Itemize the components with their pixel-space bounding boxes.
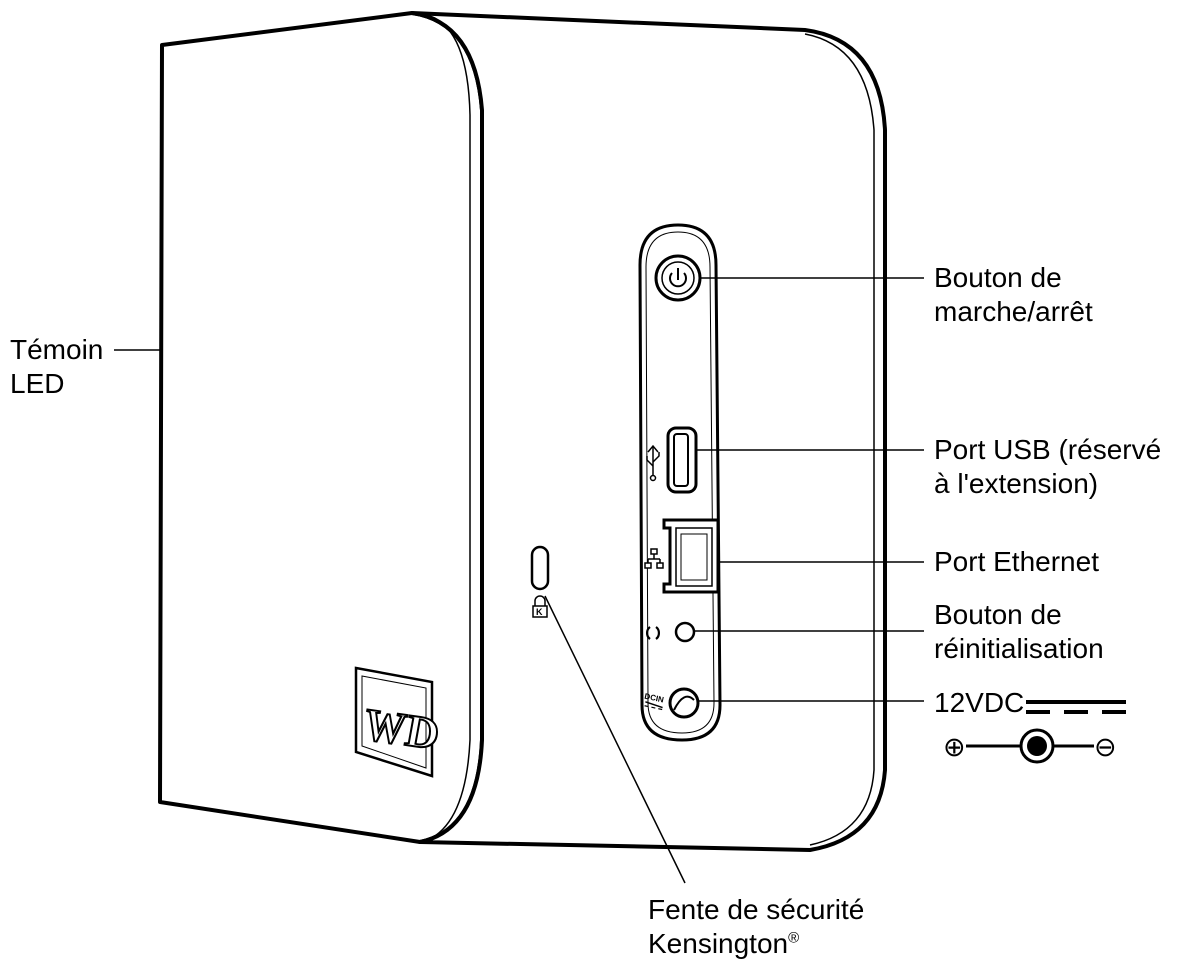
- kensington-label: Fente de sécurité Kensington®: [648, 893, 864, 961]
- kensington-label-text: Kensington: [648, 928, 789, 959]
- device-body: [158, 11, 887, 852]
- dc-in-text: DCIN: [644, 692, 665, 705]
- power-button[interactable]: [654, 254, 702, 302]
- usb-port[interactable]: [666, 426, 698, 494]
- ethernet-port-label: Port Ethernet: [934, 545, 1099, 579]
- kensington-label-line2: Kensington®: [648, 927, 864, 961]
- svg-text:K: K: [536, 607, 543, 617]
- power-icon: [669, 268, 687, 288]
- reset-button-label-line1: Bouton de: [934, 599, 1062, 630]
- power-button-label: Bouton de marche/arrêt: [934, 261, 1093, 329]
- reset-icon: [646, 626, 660, 640]
- ethernet-port-label-line1: Port Ethernet: [934, 546, 1099, 577]
- usb-port-label-line1: Port USB (réservé: [934, 434, 1162, 465]
- callout-lines: [114, 277, 924, 884]
- led-label-line2: LED: [10, 368, 65, 399]
- polarity-positive: ⊕: [943, 732, 966, 763]
- wd-logo-text: WD: [364, 698, 438, 759]
- reset-button[interactable]: [674, 621, 696, 643]
- power-button-label-line2: marche/arrêt: [934, 296, 1093, 327]
- led-label: Témoin LED: [10, 333, 103, 401]
- barrel-center-icon: [1027, 736, 1047, 756]
- power-button-label-line1: Bouton de: [934, 262, 1062, 293]
- dc-power-jack[interactable]: [668, 687, 700, 719]
- reset-button-label: Bouton de réinitialisation: [934, 598, 1104, 666]
- polarity-negative: ⊖: [1094, 732, 1117, 763]
- lock-icon: K: [532, 595, 548, 618]
- network-icon: [644, 548, 664, 569]
- power-input-label-text: 12VDC: [934, 687, 1025, 718]
- power-input-label: 12VDC: [934, 686, 1024, 720]
- kensington-label-line1: Fente de sécurité: [648, 894, 865, 925]
- kensington-slot[interactable]: [530, 545, 550, 591]
- usb-port-label: Port USB (réservé à l'extension): [934, 433, 1161, 501]
- wd-logo: WD: [354, 666, 439, 778]
- registered-mark: ®: [788, 929, 800, 947]
- kensington-callout-line: [544, 595, 686, 884]
- dc-in-marking: DCIN: [644, 692, 665, 711]
- usb-port-label-line2: à l'extension): [934, 468, 1099, 499]
- dc-symbol-icon: [1026, 700, 1126, 714]
- ethernet-port[interactable]: [662, 518, 720, 594]
- device-edge-line-right: [804, 33, 875, 846]
- reset-button-label-line2: réinitialisation: [934, 633, 1104, 664]
- polarity-diagram: ⊕ ⊖: [943, 728, 1117, 764]
- device-edge-line: [427, 15, 471, 841]
- usb-icon: [646, 444, 660, 482]
- led-label-line1: Témoin: [10, 334, 104, 365]
